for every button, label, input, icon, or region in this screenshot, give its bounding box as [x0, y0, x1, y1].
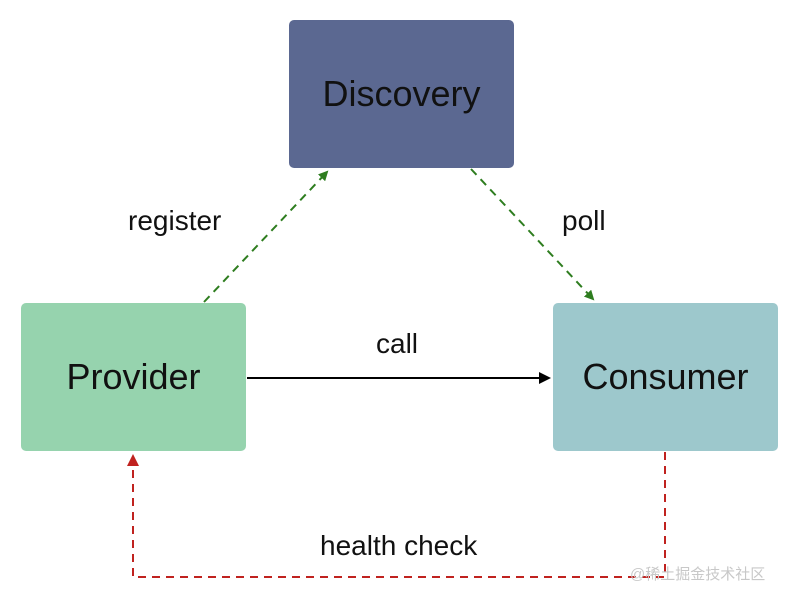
call-label: call [376, 328, 419, 359]
health-check-arrow [127, 452, 666, 578]
provider-node: Provider [21, 303, 246, 451]
poll-label: poll [562, 205, 606, 236]
register-arrow [203, 170, 329, 303]
register-label: register [128, 205, 222, 236]
discovery-node: Discovery [289, 20, 514, 168]
consumer-label: Consumer [582, 356, 749, 397]
provider-label: Provider [66, 356, 201, 397]
health-check-label: health check [320, 530, 478, 561]
poll-arrow [470, 168, 595, 301]
discovery-label: Discovery [322, 73, 481, 114]
consumer-node: Consumer [553, 303, 778, 451]
watermark: @稀土掘金技术社区 [630, 566, 766, 583]
